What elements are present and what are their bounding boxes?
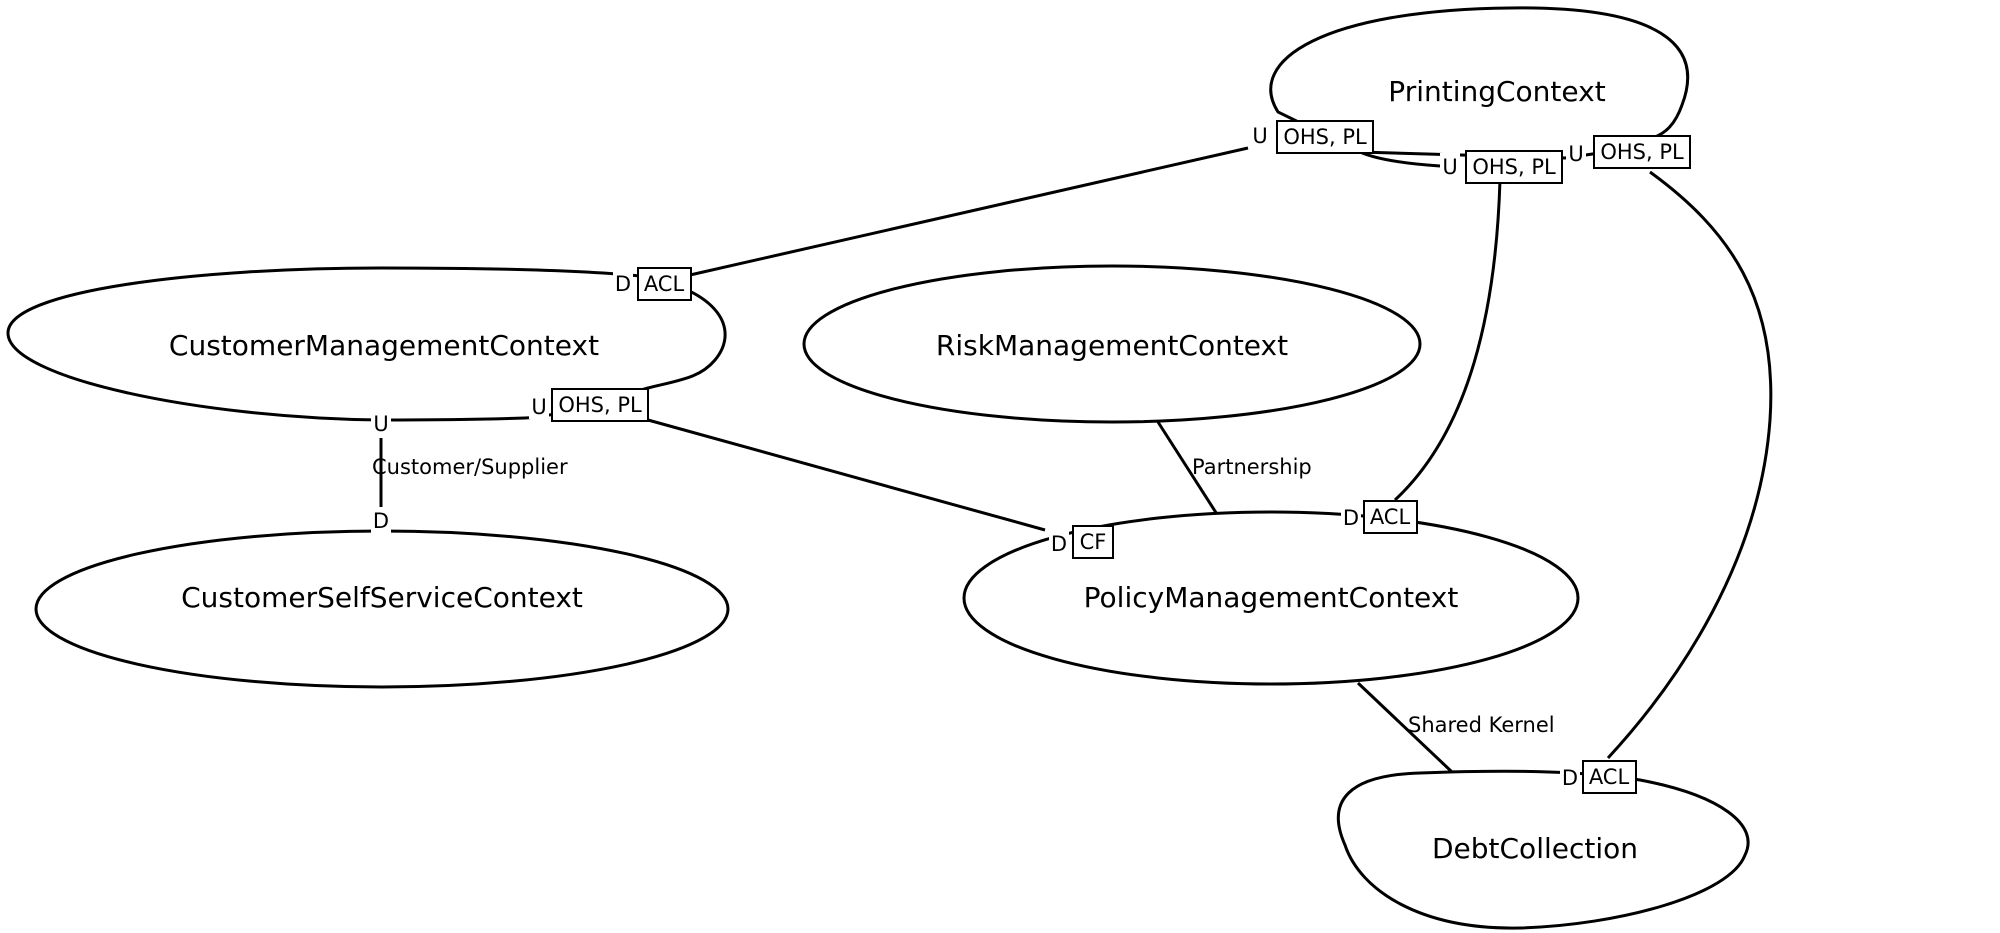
- printing-context-label: PrintingContext: [1388, 75, 1605, 108]
- customer-self-service-context-node: CustomerSelfServiceContext: [34, 529, 730, 689]
- shared-kernel-label: Shared Kernel: [1408, 713, 1555, 737]
- customer-management-ohs-pl-badge: OHS, PL: [551, 388, 649, 422]
- customer-management-context-label: CustomerManagementContext: [169, 329, 599, 362]
- partnership-label: Partnership: [1192, 455, 1312, 479]
- policy-management-downstream-role-cf: D: [1051, 532, 1067, 556]
- printing-ohs-pl-badge-2: OHS, PL: [1465, 150, 1563, 184]
- policy-management-acl-badge: ACL: [1363, 500, 1418, 534]
- policy-management-context-node: PolicyManagementContext: [962, 510, 1580, 686]
- svg-text:OHS, PL: OHS, PL: [1600, 140, 1684, 164]
- printing-upstream-role-3: U: [1568, 142, 1583, 166]
- customer-management-context-node: CustomerManagementContext: [6, 266, 727, 422]
- policy-management-context-label: PolicyManagementContext: [1084, 581, 1459, 614]
- printing-upstream-role-2: U: [1442, 155, 1457, 179]
- debt-collection-downstream-role: D: [1562, 766, 1578, 790]
- debt-collection-context-node: DebtCollection: [1336, 769, 1750, 930]
- svg-text:ACL: ACL: [644, 272, 685, 296]
- customer-self-service-downstream-role: D: [373, 509, 389, 533]
- debt-collection-context-label: DebtCollection: [1432, 832, 1638, 865]
- svg-text:ACL: ACL: [1589, 765, 1630, 789]
- svg-text:ACL: ACL: [1370, 505, 1411, 529]
- policy-management-downstream-role-acl: D: [1343, 506, 1359, 530]
- policy-management-cf-badge: CF: [1072, 525, 1114, 559]
- edge-policy-management-to-debt-collection: [1356, 681, 1454, 774]
- svg-text:OHS, PL: OHS, PL: [558, 393, 642, 417]
- printing-ohs-pl-badge-1: OHS, PL: [1276, 120, 1374, 154]
- printing-ohs-pl-badge-3: OHS, PL: [1593, 135, 1691, 169]
- edge-customer-management-to-policy-management: [647, 418, 1046, 532]
- svg-text:OHS, PL: OHS, PL: [1283, 125, 1367, 149]
- svg-text:CF: CF: [1080, 530, 1107, 554]
- edge-printing-to-customer-management: [689, 146, 1249, 277]
- customer-self-service-context-label: CustomerSelfServiceContext: [181, 581, 583, 614]
- customer-management-upstream-role-cs: U: [373, 412, 388, 436]
- edge-printing-to-policy-management: [1359, 150, 1502, 502]
- debt-collection-acl-badge: ACL: [1582, 760, 1637, 794]
- printing-context-node: PrintingContext: [1269, 6, 1690, 160]
- customer-management-downstream-role: D: [615, 272, 631, 296]
- edge-risk-to-policy-management: [1156, 421, 1224, 523]
- risk-management-context-label: RiskManagementContext: [936, 329, 1288, 362]
- customer-management-upstream-role-ohs: U: [531, 395, 546, 419]
- risk-management-context-node: RiskManagementContext: [802, 264, 1422, 424]
- printing-upstream-role-1: U: [1252, 124, 1267, 148]
- customer-supplier-label: Customer/Supplier: [372, 455, 568, 479]
- customer-management-acl-badge: ACL: [637, 267, 692, 301]
- svg-text:OHS, PL: OHS, PL: [1472, 155, 1556, 179]
- edge-printing-to-debt-collection: [1606, 170, 1773, 760]
